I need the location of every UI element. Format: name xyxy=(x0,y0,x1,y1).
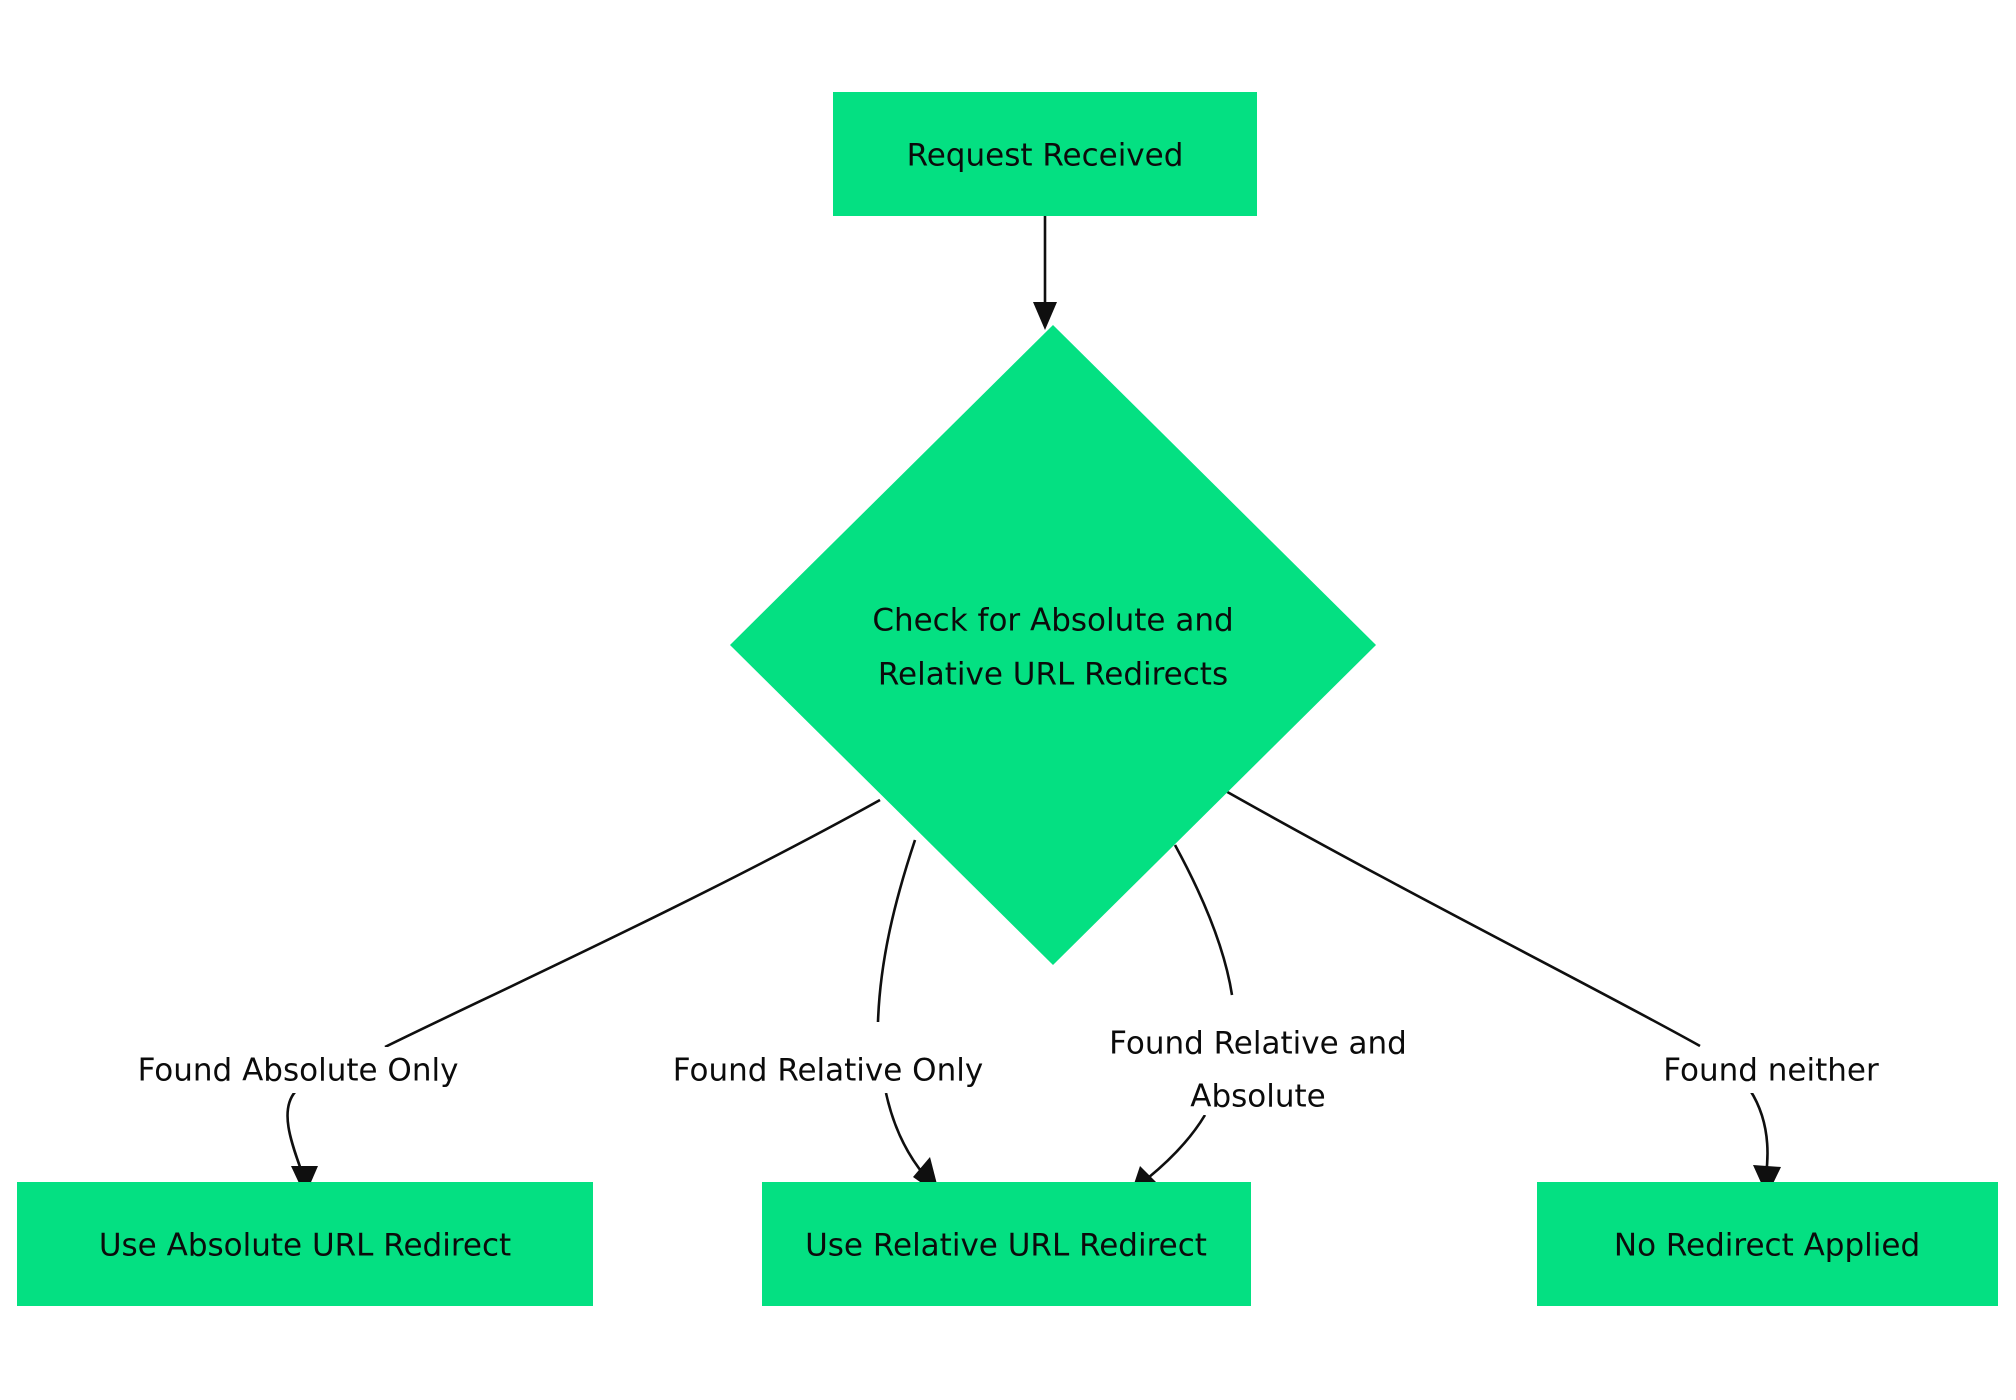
edge-line xyxy=(876,839,917,1023)
node-label-line-2: Relative URL Redirects xyxy=(878,657,1228,693)
edge-line-tail xyxy=(1748,1089,1769,1176)
edge-label-background xyxy=(1649,1047,1893,1093)
edge-label-background xyxy=(1096,1019,1418,1115)
edge-label-found-absolute-only: Found Absolute Only xyxy=(124,1047,472,1093)
node-rect[interactable] xyxy=(1537,1182,1998,1306)
edge-line xyxy=(384,798,881,1049)
edge-label-text-line-1: Found Relative and xyxy=(1109,1026,1407,1062)
node-request-received[interactable]: Request Received xyxy=(833,92,1257,216)
edge-label-text-line-2: Absolute xyxy=(1190,1079,1326,1115)
edge-label-found-neither: Found neither xyxy=(1649,1047,1893,1093)
node-diamond[interactable] xyxy=(730,325,1376,965)
edge-check-to-none xyxy=(1214,783,1781,1196)
node-check-redirects[interactable]: Check for Absolute and Relative URL Redi… xyxy=(730,325,1376,965)
node-label-line-1: Check for Absolute and xyxy=(872,603,1233,639)
node-rect[interactable] xyxy=(762,1182,1251,1306)
arrowhead-icon xyxy=(1753,1165,1781,1196)
edge-line-tail xyxy=(1147,1114,1207,1180)
edge-label-text: Found Absolute Only xyxy=(138,1053,459,1089)
node-rect[interactable] xyxy=(833,92,1257,216)
node-label: Use Relative URL Redirect xyxy=(805,1228,1207,1264)
edge-line-tail xyxy=(884,1092,926,1177)
arrowhead-icon xyxy=(291,1166,318,1196)
edge-request-to-check xyxy=(1033,216,1057,330)
edge-line xyxy=(1214,783,1701,1048)
node-use-relative[interactable]: Use Relative URL Redirect xyxy=(762,1182,1251,1306)
node-no-redirect[interactable]: No Redirect Applied xyxy=(1537,1182,1998,1306)
edge-check-to-absolute xyxy=(286,798,881,1196)
edge-label-background xyxy=(660,1047,996,1093)
arrowhead-icon xyxy=(1033,302,1057,330)
edge-label-background xyxy=(124,1047,472,1093)
node-label: No Redirect Applied xyxy=(1614,1228,1920,1264)
edge-line xyxy=(1173,844,1234,996)
node-label: Use Absolute URL Redirect xyxy=(99,1228,511,1264)
edge-label-text: Found Relative Only xyxy=(673,1053,983,1089)
node-rect[interactable] xyxy=(17,1182,593,1306)
edge-label-found-relative-only: Found Relative Only xyxy=(660,1047,996,1093)
edge-label-found-relative-and-absolute: Found Relative and Absolute xyxy=(1096,1019,1418,1115)
node-use-absolute[interactable]: Use Absolute URL Redirect xyxy=(17,1182,593,1306)
edge-label-text: Found neither xyxy=(1663,1053,1879,1089)
edge-line-tail xyxy=(286,1091,305,1176)
node-label: Request Received xyxy=(907,138,1184,174)
edge-check-to-relative xyxy=(876,839,940,1196)
